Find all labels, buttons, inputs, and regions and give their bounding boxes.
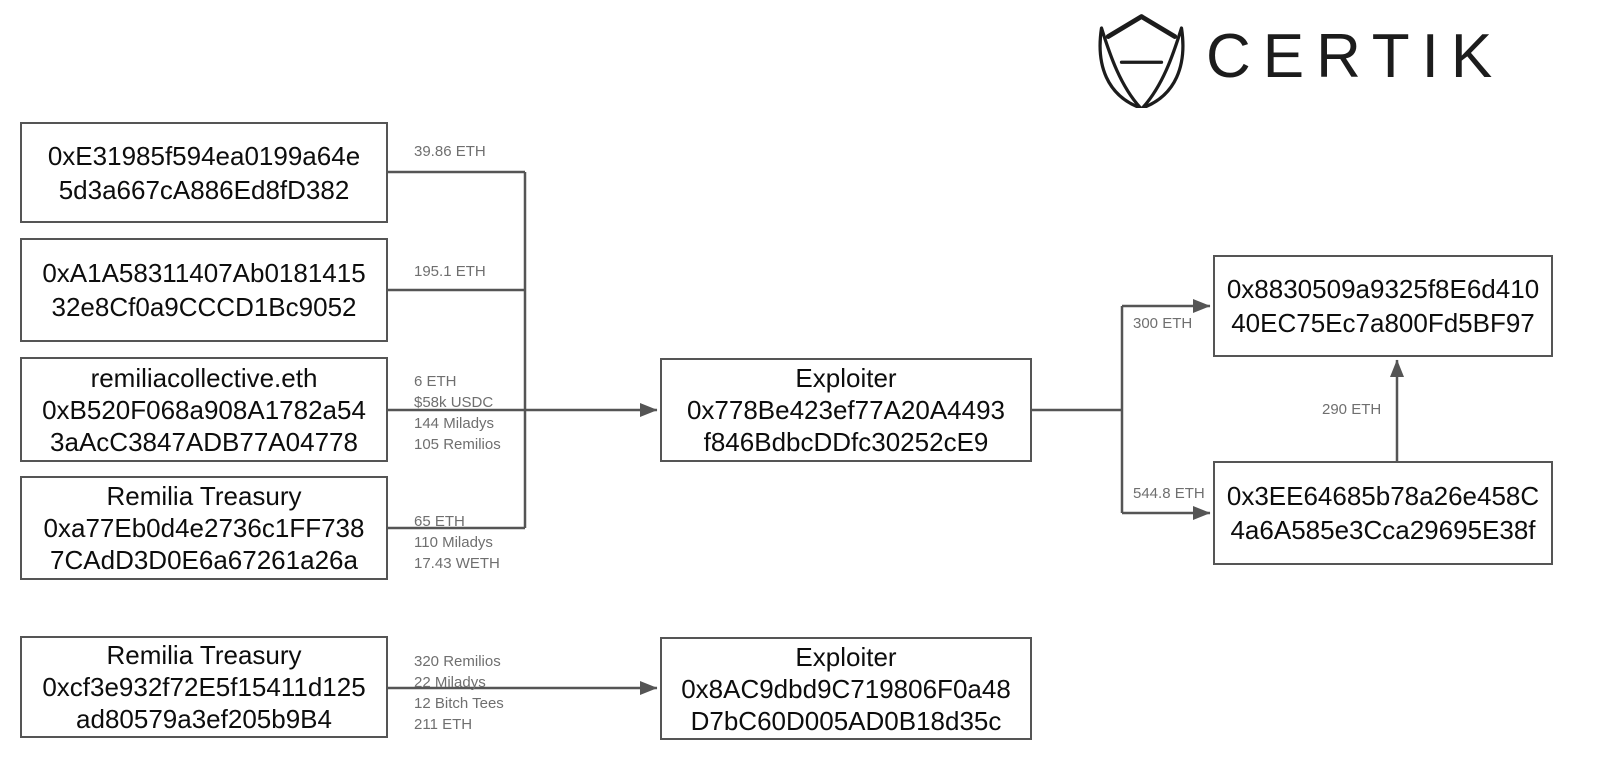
node-exploiter-2: Exploiter 0x8AC9dbd9C719806F0a48 D7bC60D…: [660, 637, 1032, 740]
node-text-line: 5d3a667cA886Ed8fD382: [58, 174, 350, 205]
node-text-line: Exploiter: [795, 363, 897, 393]
node-text-line: D7bC60D005AD0B18d35c: [690, 705, 1002, 736]
edge-label-line: 544.8 ETH: [1133, 485, 1205, 502]
node-text-line: 0xE31985f594ea0199a64e: [47, 140, 361, 171]
edge-label-line: 39.86 ETH: [414, 143, 486, 160]
node-text-line: 32e8Cf0a9CCCD1Bc9052: [51, 292, 357, 322]
node-text-line: 0x8830509a9325f8E6d410: [1226, 274, 1540, 304]
node-text-line: 0x8AC9dbd9C719806F0a48: [681, 673, 1011, 704]
edge-label-line: 320 Remilios: [414, 653, 501, 670]
node-text-line: 40EC75Ec7a800Fd5BF97: [1231, 308, 1535, 338]
edge-label-treasury1-assets: 65 ETH 110 Miladys 17.43 WETH: [414, 511, 500, 574]
edge-label-remiliacollective-assets: 6 ETH $58k USDC 144 Miladys 105 Remilios: [414, 371, 501, 455]
node-text-line: Remilia Treasury: [106, 640, 302, 670]
node-remilia-treasury-2: Remilia Treasury 0xcf3e932f72E5f15411d12…: [20, 636, 388, 738]
edge-label-544-8-eth: 544.8 ETH: [1133, 483, 1205, 504]
node-text-line: 4a6A585e3Cca29695E38f: [1230, 515, 1536, 545]
edge-label-line: 22 Miladys: [414, 674, 486, 691]
edge-label-290-eth: 290 ETH: [1322, 399, 1381, 420]
node-text-line: 0xA1A58311407Ab0181415: [42, 258, 366, 288]
node-text-line: 3aAcC3847ADB77A04778: [50, 426, 358, 457]
edge-label-treasury2-assets: 320 Remilios 22 Miladys 12 Bitch Tees 21…: [414, 651, 504, 735]
node-wallet-a1a58311: 0xA1A58311407Ab0181415 32e8Cf0a9CCCD1Bc9…: [20, 238, 388, 342]
node-exploiter-1: Exploiter 0x778Be423ef77A20A4493 f846Bdb…: [660, 358, 1032, 462]
node-text-line: 0x778Be423ef77A20A4493: [686, 395, 1006, 425]
edge-label-line: 65 ETH: [414, 513, 465, 530]
node-text-line: remiliacollective.eth: [90, 362, 318, 393]
edge-label-line: 105 Remilios: [414, 436, 501, 453]
certik-shield-icon: [1098, 14, 1185, 108]
certik-logo: CERTIK: [1093, 8, 1492, 108]
node-text-line: Remilia Treasury: [106, 481, 302, 511]
edge-label-line: 110 Miladys: [414, 534, 493, 551]
node-text-line: Exploiter: [795, 641, 897, 672]
edge-label-line: 6 ETH: [414, 373, 457, 390]
edge-label-line: 195.1 ETH: [414, 263, 486, 280]
edge-label-line: 300 ETH: [1133, 315, 1193, 332]
edge-label-39-86-eth: 39.86 ETH: [414, 141, 486, 162]
edge-label-line: 17.43 WETH: [414, 555, 500, 572]
node-text-line: 7CAdD3D0E6a67261a26a: [50, 545, 358, 575]
node-text-line: ad80579a3ef205b9B4: [76, 704, 332, 734]
node-remiliacollective: remiliacollective.eth 0xB520F068a908A178…: [20, 357, 388, 462]
edge-label-300-eth: 300 ETH: [1133, 313, 1192, 334]
edge-label-195-1-eth: 195.1 ETH: [414, 261, 486, 282]
node-text-line: 0xcf3e932f72E5f15411d125: [42, 672, 366, 702]
node-dest-8830509: 0x8830509a9325f8E6d410 40EC75Ec7a800Fd5B…: [1213, 255, 1553, 357]
edge-label-line: 144 Miladys: [414, 415, 495, 432]
node-wallet-e31985: 0xE31985f594ea0199a64e 5d3a667cA886Ed8fD…: [20, 122, 388, 223]
edge-label-line: 290 ETH: [1322, 401, 1382, 418]
edge-label-line: $58k USDC: [414, 394, 494, 411]
node-text-line: 0xa77Eb0d4e2736c1FF738: [43, 513, 365, 543]
node-text-line: 0xB520F068a908A1782a54: [42, 394, 366, 425]
node-text-line: 0x3EE64685b78a26e458C: [1226, 481, 1540, 511]
node-remilia-treasury-1: Remilia Treasury 0xa77Eb0d4e2736c1FF738 …: [20, 476, 388, 580]
edge-label-line: 211 ETH: [414, 716, 473, 733]
node-text-line: f846BdbcDDfc30252cE9: [703, 427, 989, 457]
certik-wordmark: CERTIK: [1206, 22, 1505, 91]
node-dest-3ee64685: 0x3EE64685b78a26e458C 4a6A585e3Cca29695E…: [1213, 461, 1553, 565]
edge-label-line: 12 Bitch Tees: [414, 695, 504, 712]
